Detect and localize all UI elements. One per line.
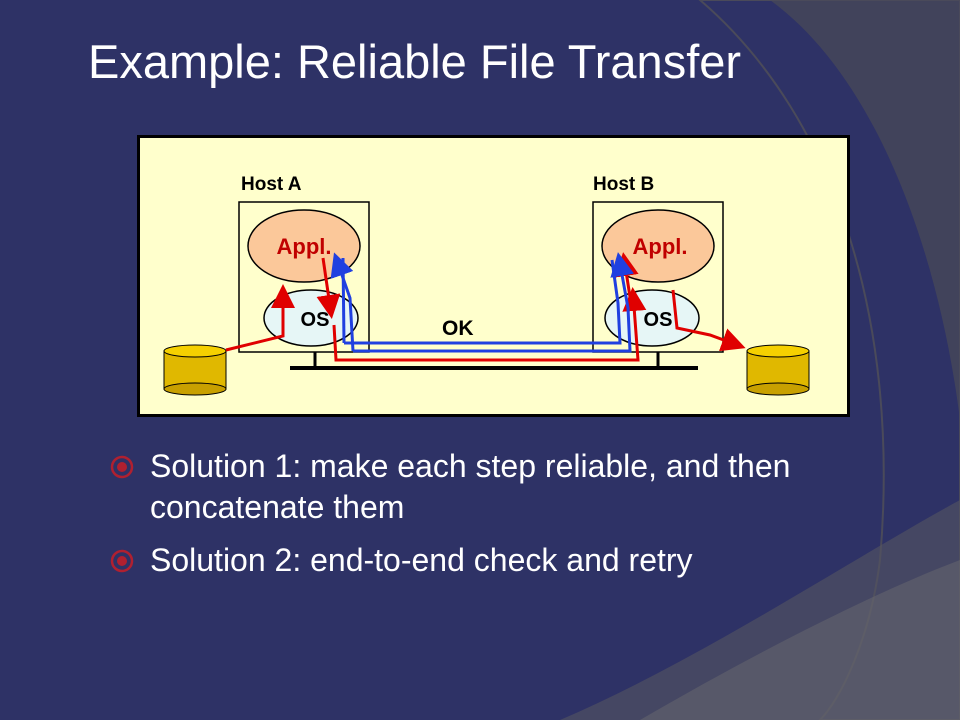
host-b-os-label: OS xyxy=(644,309,673,331)
file-transfer-diagram: Host A Host B Appl. Appl. OS OS OK xyxy=(137,135,850,417)
bullet-item-2: Solution 2: end-to-end check and retry xyxy=(110,540,890,581)
host-b-appl-label: Appl. xyxy=(633,234,688,259)
host-a-box xyxy=(238,201,370,353)
host-b-label: Host B xyxy=(593,174,654,195)
red-data-path xyxy=(225,252,746,362)
radio-bullet-icon xyxy=(110,455,134,479)
bullet-list: Solution 1: make each step reliable, and… xyxy=(110,446,890,593)
disk-b-icon xyxy=(746,344,810,396)
host-a-appl-label: Appl. xyxy=(277,234,332,259)
bullet-item-1: Solution 1: make each step reliable, and… xyxy=(110,446,890,528)
radio-bullet-icon xyxy=(110,549,134,573)
bullet-text-1: Solution 1: make each step reliable, and… xyxy=(150,448,791,525)
blue-ack-path xyxy=(330,252,634,353)
bullet-text-2: Solution 2: end-to-end check and retry xyxy=(150,542,693,578)
ok-label: OK xyxy=(442,317,474,340)
host-a-os-label: OS xyxy=(301,309,330,331)
disk-a-icon xyxy=(163,344,227,396)
host-a-label: Host A xyxy=(241,174,302,195)
slide-title: Example: Reliable File Transfer xyxy=(88,35,742,88)
